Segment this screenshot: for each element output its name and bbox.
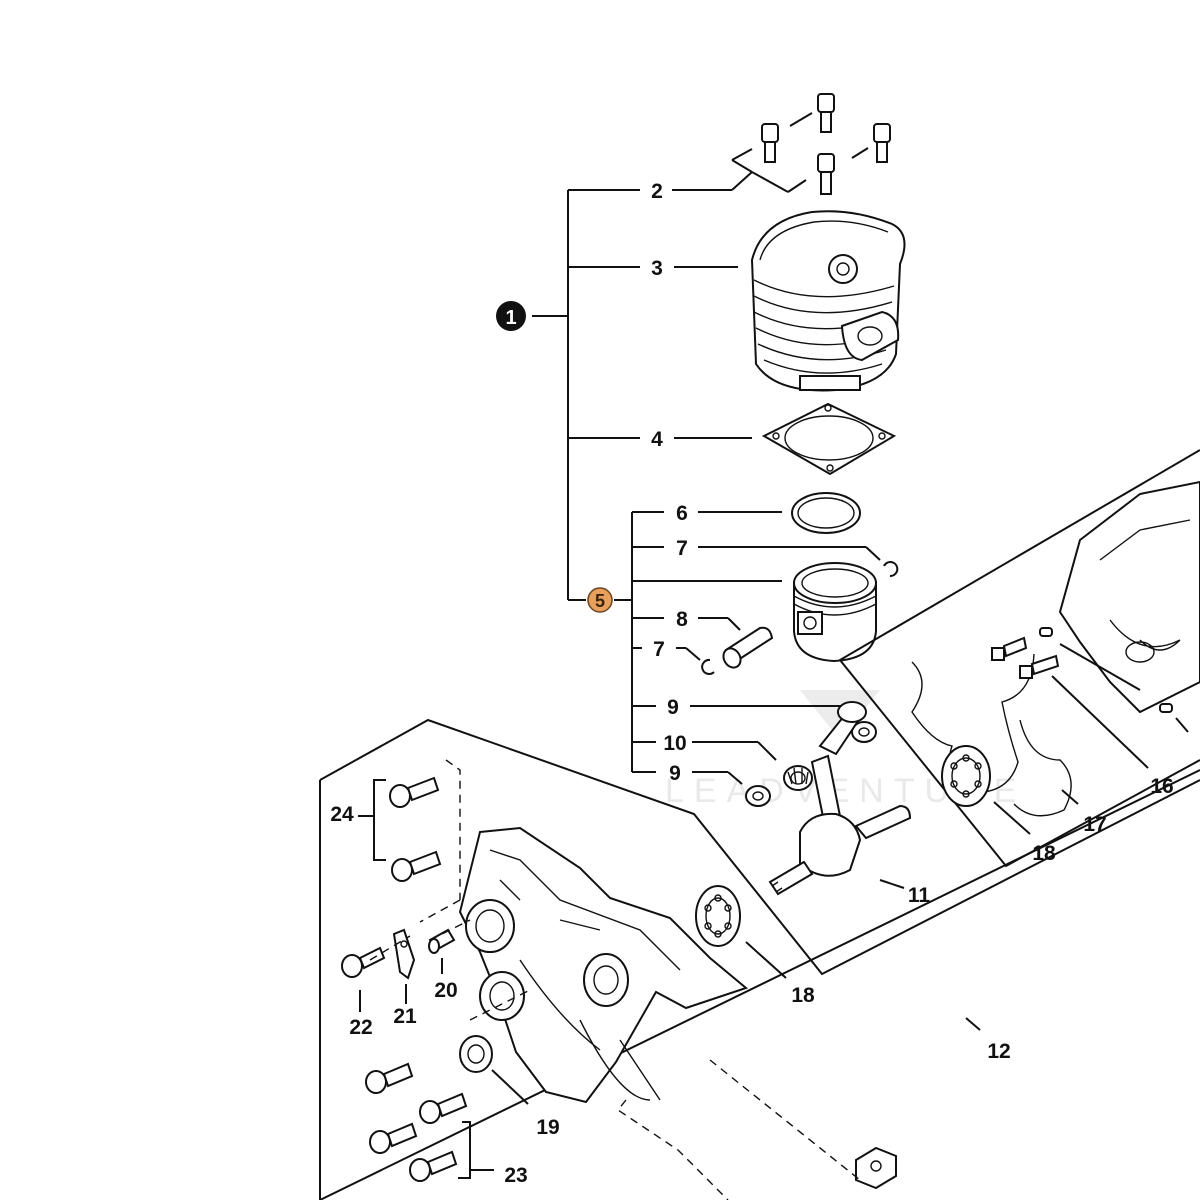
ball-bearing <box>695 885 787 979</box>
plate <box>392 928 416 1004</box>
callout-1: 1 <box>505 307 516 329</box>
screw-set-24 <box>358 776 442 882</box>
crankshaft <box>768 701 912 896</box>
highlight-badge <box>587 587 613 613</box>
cylinder-gasket <box>761 402 897 476</box>
circlip <box>701 561 899 675</box>
ball-bearing <box>941 745 1031 835</box>
piston <box>793 562 877 663</box>
callout-21: 21 <box>393 1005 417 1028</box>
crankcase-box-outline <box>319 449 1200 1200</box>
callout-8: 8 <box>676 608 688 631</box>
callout-9: 9 <box>667 696 679 719</box>
callout-20: 20 <box>434 979 457 1002</box>
callout-11: 11 <box>908 884 931 907</box>
cylinder <box>750 210 906 392</box>
cylinder-bolt <box>761 93 891 195</box>
callout-7: 7 <box>653 638 665 661</box>
callout-18: 18 <box>1032 842 1056 865</box>
screw <box>341 946 386 1012</box>
piston-ring <box>791 492 861 534</box>
callout-2: 2 <box>651 180 663 203</box>
callout-19: 19 <box>536 1116 559 1139</box>
screw-set-23 <box>365 1062 494 1182</box>
callout-5: 5 <box>595 591 605 611</box>
callout-tree <box>532 112 881 785</box>
callout-17: 17 <box>1083 813 1106 836</box>
callout-24: 24 <box>330 803 354 826</box>
callout-18: 18 <box>791 984 815 1007</box>
callout-7: 7 <box>676 537 688 560</box>
crankcase-screw <box>991 627 1189 769</box>
callout-3: 3 <box>651 257 663 280</box>
callout-16: 16 <box>1150 775 1173 798</box>
assembly-badge <box>496 301 526 331</box>
callout-10: 10 <box>663 732 686 755</box>
bracket-part <box>855 1146 897 1190</box>
callout-12: 12 <box>987 1040 1010 1063</box>
callout-9: 9 <box>669 762 681 785</box>
needle-bearing <box>783 765 813 791</box>
callout-6: 6 <box>676 502 688 525</box>
crankcase-left <box>458 826 749 1104</box>
crankcase-right <box>1058 480 1200 714</box>
piston-pin <box>722 626 774 669</box>
callout-labels: 1 5 2 3 4 6 7 8 7 9 10 9 11 12 16 17 18 … <box>330 180 1173 1187</box>
oil-seal <box>459 1035 529 1105</box>
callout-23: 23 <box>504 1164 527 1187</box>
sleeve <box>428 928 456 974</box>
thrust-washer <box>745 721 877 807</box>
callout-4: 4 <box>651 428 663 451</box>
assembly-lines <box>369 759 861 1200</box>
callout-22: 22 <box>349 1016 372 1039</box>
